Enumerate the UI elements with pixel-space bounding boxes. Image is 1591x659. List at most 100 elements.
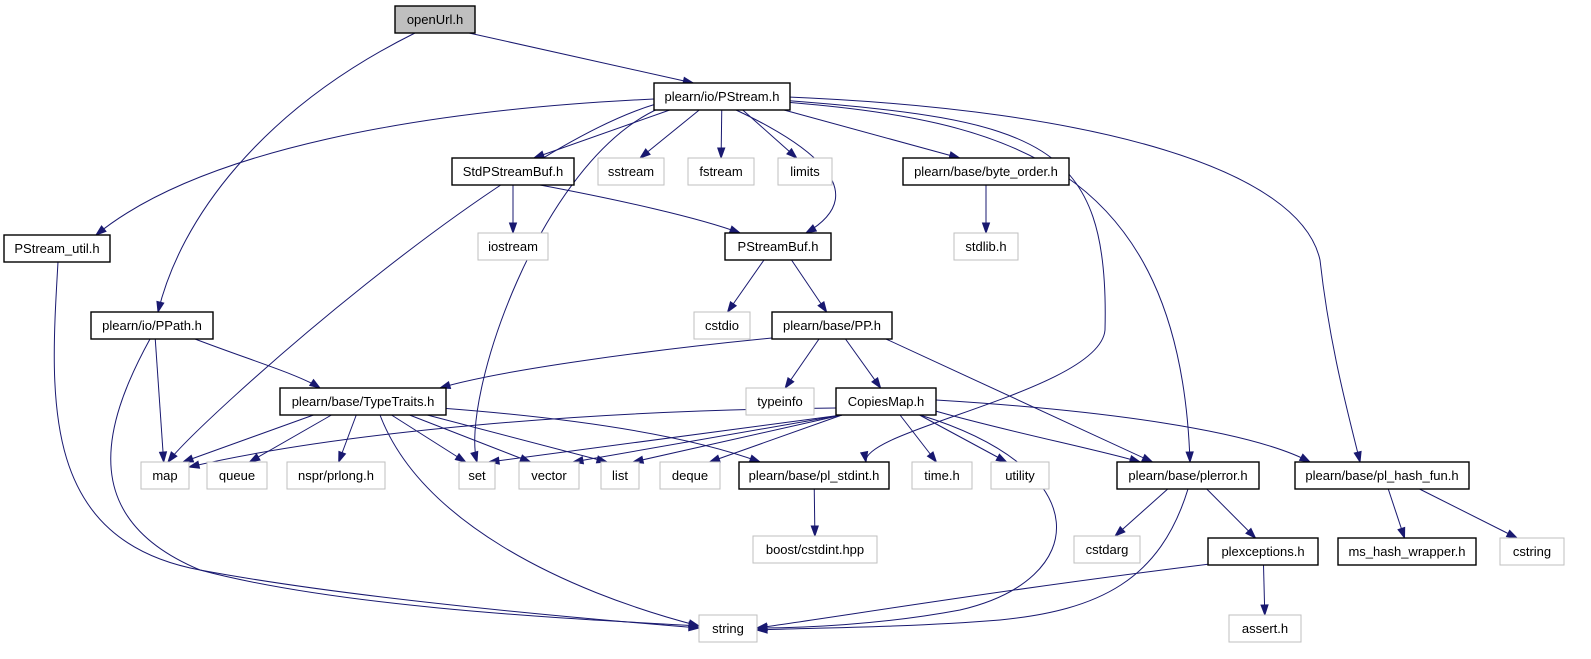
node-label: nspr/prlong.h xyxy=(298,468,374,483)
node-plexceptions[interactable]: plexceptions.h xyxy=(1207,537,1319,566)
node-vector: vector xyxy=(518,461,580,490)
node-label: plearn/base/PP.h xyxy=(783,318,881,333)
edge-arrowhead xyxy=(248,453,261,463)
edge-arrowhead xyxy=(158,451,168,464)
node-box xyxy=(1337,537,1477,566)
node-StdPStreamBuf[interactable]: StdPStreamBuf.h xyxy=(451,157,575,186)
edge-arrowhead xyxy=(871,377,882,390)
edge-PP-to-CopiesMap xyxy=(845,338,882,390)
edge-CopiesMap-to-string xyxy=(755,414,1058,633)
edge-line xyxy=(783,109,960,159)
edge-CopiesMap-to-utility xyxy=(919,414,1008,463)
node-label: CopiesMap.h xyxy=(848,394,925,409)
edge-line xyxy=(931,409,1141,463)
edge-TypeTraits-to-prlong xyxy=(338,414,357,464)
edge-arrowhead xyxy=(817,300,828,314)
edge-arrowhead xyxy=(726,300,738,314)
edge-plerror-to-cstdarg xyxy=(1113,488,1169,538)
node-PPath[interactable]: plearn/io/PPath.h xyxy=(90,311,214,340)
node-label: queue xyxy=(219,468,255,483)
node-TypeTraits[interactable]: plearn/base/TypeTraits.h xyxy=(279,387,447,416)
node-timeh: time.h xyxy=(911,461,973,490)
edge-plexceptions-to-asserth xyxy=(1260,564,1269,617)
node-mshash[interactable]: ms_hash_wrapper.h xyxy=(1337,537,1477,566)
edge-arrowhead xyxy=(755,622,768,631)
node-iostream: iostream xyxy=(477,232,549,261)
node-box xyxy=(752,535,878,564)
node-string: string xyxy=(698,614,758,643)
node-openUrl[interactable]: openUrl.h xyxy=(394,5,476,34)
edge-line xyxy=(756,563,1211,629)
edge-arrowhead xyxy=(167,451,178,464)
node-box xyxy=(777,157,833,186)
node-label: set xyxy=(468,468,486,483)
edge-arrowhead xyxy=(470,450,479,464)
node-cstdarg: cstdarg xyxy=(1073,535,1141,564)
edge-CopiesMap-to-set xyxy=(487,414,843,465)
edge-arrowhead xyxy=(519,454,532,463)
edge-PPath-to-TypeTraits xyxy=(194,338,322,389)
node-label: deque xyxy=(672,468,708,483)
edge-PStreamBuf-to-PP xyxy=(791,259,828,314)
edge-CopiesMap-to-deque xyxy=(708,414,843,463)
node-PStreamUtil[interactable]: PStream_util.h xyxy=(3,234,111,263)
node-box xyxy=(394,5,476,34)
edge-CopiesMap-to-vector xyxy=(571,414,843,465)
edge-PStream-to-map xyxy=(167,103,657,464)
node-box xyxy=(953,232,1019,261)
node-box xyxy=(911,461,973,490)
node-queue: queue xyxy=(206,461,268,490)
node-CopiesMap[interactable]: CopiesMap.h xyxy=(835,387,937,416)
node-plerror[interactable]: plearn/base/plerror.h xyxy=(1116,461,1260,490)
node-box xyxy=(745,387,815,416)
edge-line xyxy=(1114,488,1169,537)
edge-line xyxy=(468,32,694,84)
edge-line xyxy=(167,103,657,463)
node-box xyxy=(693,311,751,340)
node-label: fstream xyxy=(699,164,742,179)
edge-line xyxy=(1419,488,1518,539)
edge-arrowhead xyxy=(454,452,467,463)
node-box xyxy=(698,614,758,643)
edge-PStream-to-PStreamUtil xyxy=(94,98,655,236)
node-box xyxy=(458,461,496,490)
node-plstdint[interactable]: plearn/base/pl_stdint.h xyxy=(738,461,890,490)
node-box xyxy=(738,461,890,490)
node-label: plearn/io/PStream.h xyxy=(665,89,780,104)
edge-line xyxy=(182,414,314,463)
node-label: cstdarg xyxy=(1086,542,1129,557)
node-box xyxy=(286,461,386,490)
edge-plhash-to-mshash xyxy=(1387,488,1406,540)
node-label: cstring xyxy=(1513,544,1551,559)
edge-PStreamBuf-to-cstdio xyxy=(726,259,765,314)
node-plhash[interactable]: plearn/base/pl_hash_fun.h xyxy=(1294,461,1470,490)
node-map: map xyxy=(140,461,190,490)
edge-plerror-to-plexceptions xyxy=(1206,488,1257,540)
edge-TypeTraits-to-set xyxy=(391,414,467,463)
edge-arrowhead xyxy=(687,619,701,628)
edge-arrowhead xyxy=(810,525,819,538)
node-label: limits xyxy=(790,164,820,179)
edge-line xyxy=(779,99,1106,463)
edge-StdPStreamBuf-to-iostream xyxy=(508,185,518,235)
edge-PPath-to-map xyxy=(154,338,168,464)
node-label: time.h xyxy=(924,468,959,483)
node-box xyxy=(659,461,721,490)
edge-arrowhead xyxy=(859,450,869,464)
node-PStreamBuf[interactable]: PStreamBuf.h xyxy=(724,232,832,261)
node-byteorder[interactable]: plearn/base/byte_order.h xyxy=(902,157,1070,186)
edge-byteorder-to-stdlib xyxy=(981,185,991,235)
edge-arrowhead xyxy=(187,460,201,469)
edge-line xyxy=(194,338,321,389)
node-label: openUrl.h xyxy=(407,12,463,27)
node-PP[interactable]: plearn/base/PP.h xyxy=(771,311,893,340)
node-PStream[interactable]: plearn/io/PStream.h xyxy=(653,82,791,111)
edge-arrowhead xyxy=(1141,453,1154,463)
node-box xyxy=(3,234,111,263)
edge-plexceptions-to-string xyxy=(755,563,1211,631)
node-label: plearn/base/byte_order.h xyxy=(914,164,1058,179)
edge-arrowhead xyxy=(1113,525,1126,538)
node-label: ms_hash_wrapper.h xyxy=(1348,544,1465,559)
edge-arrowhead xyxy=(638,148,651,159)
